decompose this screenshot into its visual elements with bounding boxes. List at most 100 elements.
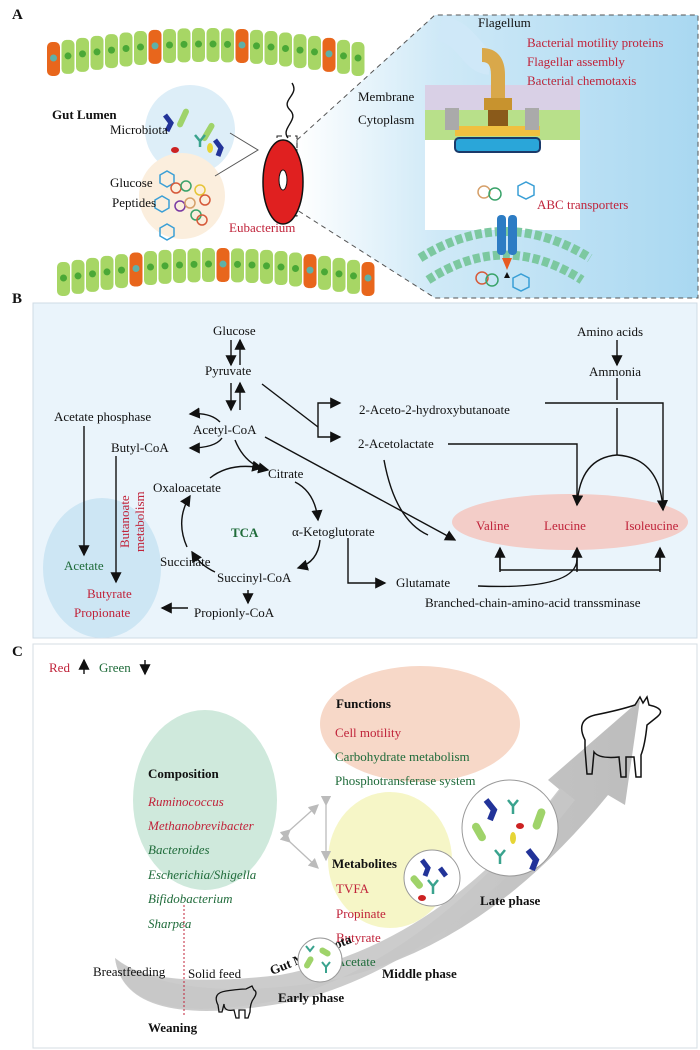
metabolites-title: Metabolites: [332, 856, 397, 871]
peptides-label: Peptides: [112, 195, 156, 210]
composition-item: Sharpea: [148, 916, 192, 931]
pathway-flagellar-assembly: Flagellar assembly: [527, 54, 625, 69]
cell-nucleus: [306, 266, 314, 274]
microbes-icon: [163, 108, 224, 157]
composition-item: Bacteroides: [148, 842, 210, 857]
cell-nucleus: [118, 266, 125, 274]
flagellum-icon: [285, 82, 295, 139]
panel-b-label: B: [12, 291, 22, 307]
cell-nucleus: [350, 272, 357, 280]
glucose-label: Glucose: [110, 175, 153, 190]
middle-phase-label: Middle phase: [382, 966, 457, 981]
panel-c-label: C: [12, 644, 23, 660]
transaminase-label: Branched-chain-amino-acid transsminase: [425, 595, 641, 610]
pathway-motility-proteins: Bacterial motility proteins: [527, 35, 663, 50]
scfa-butyrate: Butyrate: [87, 586, 132, 601]
development-arrow-shade: [115, 788, 575, 1011]
node-butyl-coa: Butyl-CoA: [111, 440, 169, 455]
metabolite-item: TVFA: [336, 881, 370, 896]
abc-transporters-label: ABC transporters: [537, 197, 628, 212]
composition-item: Ruminococcus: [147, 794, 224, 809]
cell-nucleus: [108, 46, 115, 54]
panel-b: B: [12, 291, 698, 639]
cell-nucleus: [137, 43, 144, 51]
node-glutamate: Glutamate: [396, 575, 450, 590]
cell-nucleus: [205, 260, 212, 268]
cell-nucleus: [103, 268, 111, 276]
node-acetolactate: 2-Acetolactate: [358, 436, 434, 451]
cell-nucleus: [50, 54, 57, 62]
lipid-bilayer-icon: [417, 215, 593, 284]
node-glucose: Glucose: [213, 323, 256, 338]
composition-item: Methanobrevibacter: [147, 818, 255, 833]
scfa-circle: [43, 498, 161, 638]
node-acetate-phosphase: Acetate phosphase: [54, 409, 151, 424]
cell-nucleus: [238, 41, 246, 49]
early-phase-label: Early phase: [278, 990, 344, 1005]
gut-epithelium-bottom: [57, 248, 375, 296]
composition-title: Composition: [148, 766, 220, 781]
cell-nucleus: [161, 262, 169, 270]
node-aceto-hydroxybutanoate: 2-Aceto-2-hydroxybutanoate: [359, 402, 510, 417]
cell-nucleus: [209, 40, 217, 48]
tca-label: TCA: [231, 525, 259, 540]
node-leucine: Leucine: [544, 518, 586, 533]
lamb-icon: [215, 985, 257, 1019]
cell-nucleus: [277, 263, 285, 271]
cell-nucleus: [296, 46, 304, 54]
node-ketoglutorate: α-Ketoglutorate: [292, 524, 375, 539]
node-pyruvate: Pyruvate: [205, 363, 251, 378]
node-succinate: Succinate: [160, 554, 211, 569]
cell-nucleus: [325, 50, 333, 58]
solid-feed-label: Solid feed: [188, 966, 242, 981]
middle-phase-community-icon: [403, 849, 461, 907]
functions-title: Functions: [336, 696, 391, 711]
relationship-arrows: [279, 795, 332, 869]
microbiota-circle: [145, 85, 235, 175]
svg-text:metabolism: metabolism: [132, 491, 147, 552]
function-item: Phosphotransferase system: [335, 773, 475, 788]
cell-nucleus: [234, 260, 241, 268]
metabolite-item: Butyrate: [336, 930, 381, 945]
cell-nucleus: [122, 44, 130, 52]
cell-nucleus: [60, 274, 67, 282]
panel-a: A Gut Lumen Microbiota Glucose Peptides: [12, 7, 699, 299]
connector-lines: [214, 132, 259, 177]
cell-nucleus: [151, 42, 159, 50]
bacterium-nucleoid: [278, 169, 288, 191]
cell-nucleus: [263, 262, 270, 270]
metabolite-item: Propinate: [336, 906, 386, 921]
gut-epithelium-top: [47, 28, 365, 76]
early-phase-community-icon: [297, 937, 343, 983]
cell-nucleus: [364, 274, 372, 282]
late-phase-community-icon: [461, 779, 559, 877]
cell-nucleus: [190, 260, 198, 268]
cell-nucleus: [195, 40, 202, 48]
cell-nucleus: [74, 272, 82, 280]
node-acetyl-coa: Acetyl-CoA: [193, 422, 257, 437]
cell-nucleus: [176, 261, 183, 269]
composition-ellipse: [133, 710, 277, 890]
flagellum-label: Flagellum: [478, 15, 531, 30]
cell-nucleus: [219, 260, 227, 268]
svg-text:Butanoate: Butanoate: [117, 495, 132, 548]
cell-nucleus: [340, 52, 347, 60]
transported-molecules-icon: [475, 181, 535, 292]
node-oxaloacetate: Oxaloacetate: [153, 480, 221, 495]
flagellar-motor-illustration: [425, 15, 580, 230]
node-valine: Valine: [476, 518, 509, 533]
cell-nucleus: [292, 264, 299, 272]
glucose-peptide-icons: [154, 170, 211, 241]
cytoplasm-label: Cytoplasm: [358, 112, 414, 127]
microbiota-label: Microbiota: [110, 122, 168, 137]
function-item: Carbohydrate metabolism: [335, 749, 470, 764]
functions-ellipse: [320, 666, 520, 782]
legend-green: Green: [99, 660, 131, 675]
cell-nucleus: [253, 42, 260, 50]
gut-lumen-label: Gut Lumen: [52, 107, 117, 122]
legend-red: Red: [49, 660, 70, 675]
composition-item: Bifidobacterium: [148, 891, 233, 906]
weaning-label: Weaning: [148, 1020, 198, 1035]
cell-nucleus: [64, 52, 72, 60]
